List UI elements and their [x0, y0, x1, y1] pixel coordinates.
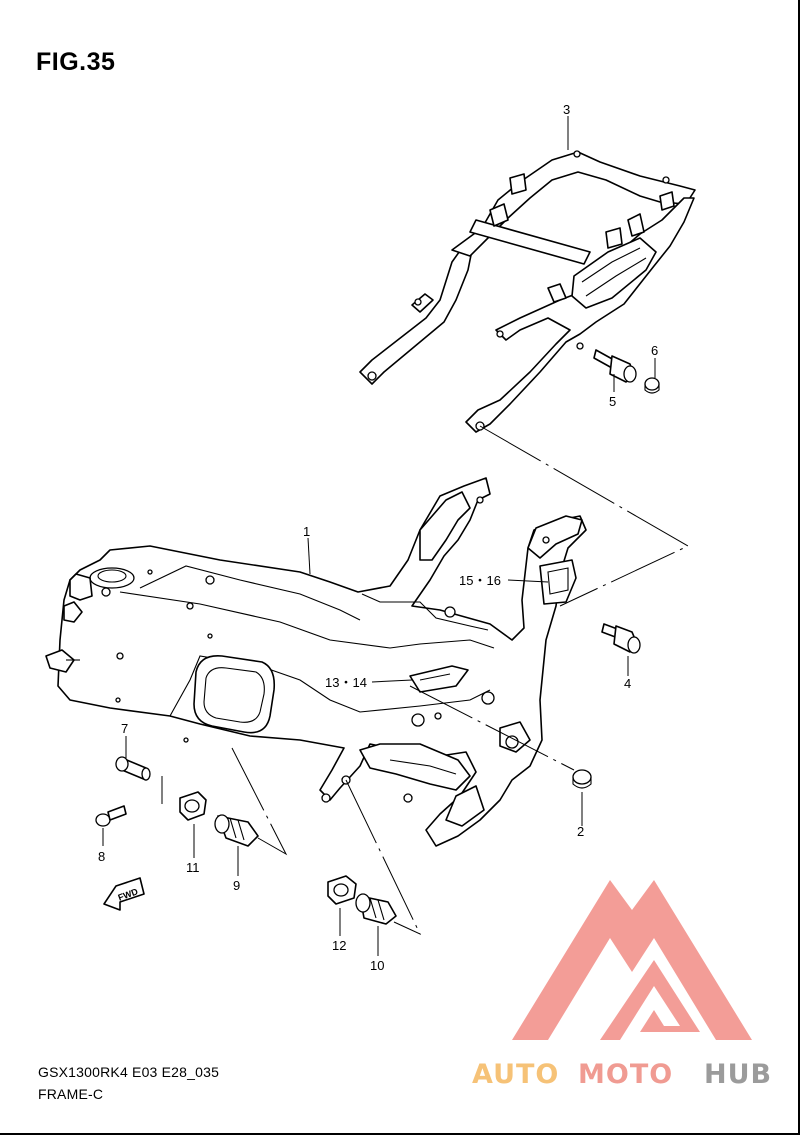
brand-text-moto: MOTO: [578, 1059, 673, 1090]
automotohub-watermark: AUTO MOTO HUB: [472, 880, 772, 1090]
callout-4: 4: [624, 676, 631, 691]
cap-part-2[interactable]: [572, 769, 592, 789]
callout-7: 7: [121, 721, 128, 736]
callout-1: 1: [303, 524, 310, 539]
callout-12: 12: [332, 938, 346, 953]
bolt-part-5[interactable]: [593, 349, 637, 383]
callout-15-16: 15・16: [459, 573, 501, 588]
nut-part-11[interactable]: [179, 791, 207, 821]
callout-5: 5: [609, 394, 616, 409]
forward-direction-arrow: FWD: [103, 877, 145, 911]
main-frame[interactable]: [45, 477, 587, 847]
bolt-part-8[interactable]: [95, 805, 127, 827]
callout-10: 10: [370, 958, 384, 973]
callout-6: 6: [651, 343, 658, 358]
callout-13-14: 13・14: [325, 675, 367, 690]
callout-8: 8: [98, 849, 105, 864]
bolt-part-4[interactable]: [601, 623, 641, 654]
bush-part-10[interactable]: [355, 893, 397, 925]
model-code-label: GSX1300RK4 E03 E28_035: [38, 1064, 220, 1080]
brand-text-auto: AUTO: [472, 1059, 559, 1090]
cap-part-6[interactable]: [644, 377, 660, 394]
brand-text-hub: HUB: [704, 1059, 772, 1090]
leader-lines: [102, 116, 690, 956]
callout-11: 11: [186, 860, 200, 875]
figure-title: FIG.35: [36, 48, 116, 76]
automotohub-logo-mark: [512, 880, 752, 1040]
callout-labels: 3 6 5 1 15・16 13・14 4 2 7 8 11 9 12 10: [98, 102, 658, 973]
seat-rail-subframe[interactable]: [359, 150, 696, 433]
callout-9: 9: [233, 878, 240, 893]
section-name-label: FRAME-C: [38, 1086, 104, 1102]
collar-part-7[interactable]: [115, 756, 151, 781]
callout-2: 2: [577, 824, 584, 839]
callout-3: 3: [563, 102, 570, 117]
bush-part-9[interactable]: [214, 814, 259, 847]
nut-part-12[interactable]: [327, 875, 357, 905]
